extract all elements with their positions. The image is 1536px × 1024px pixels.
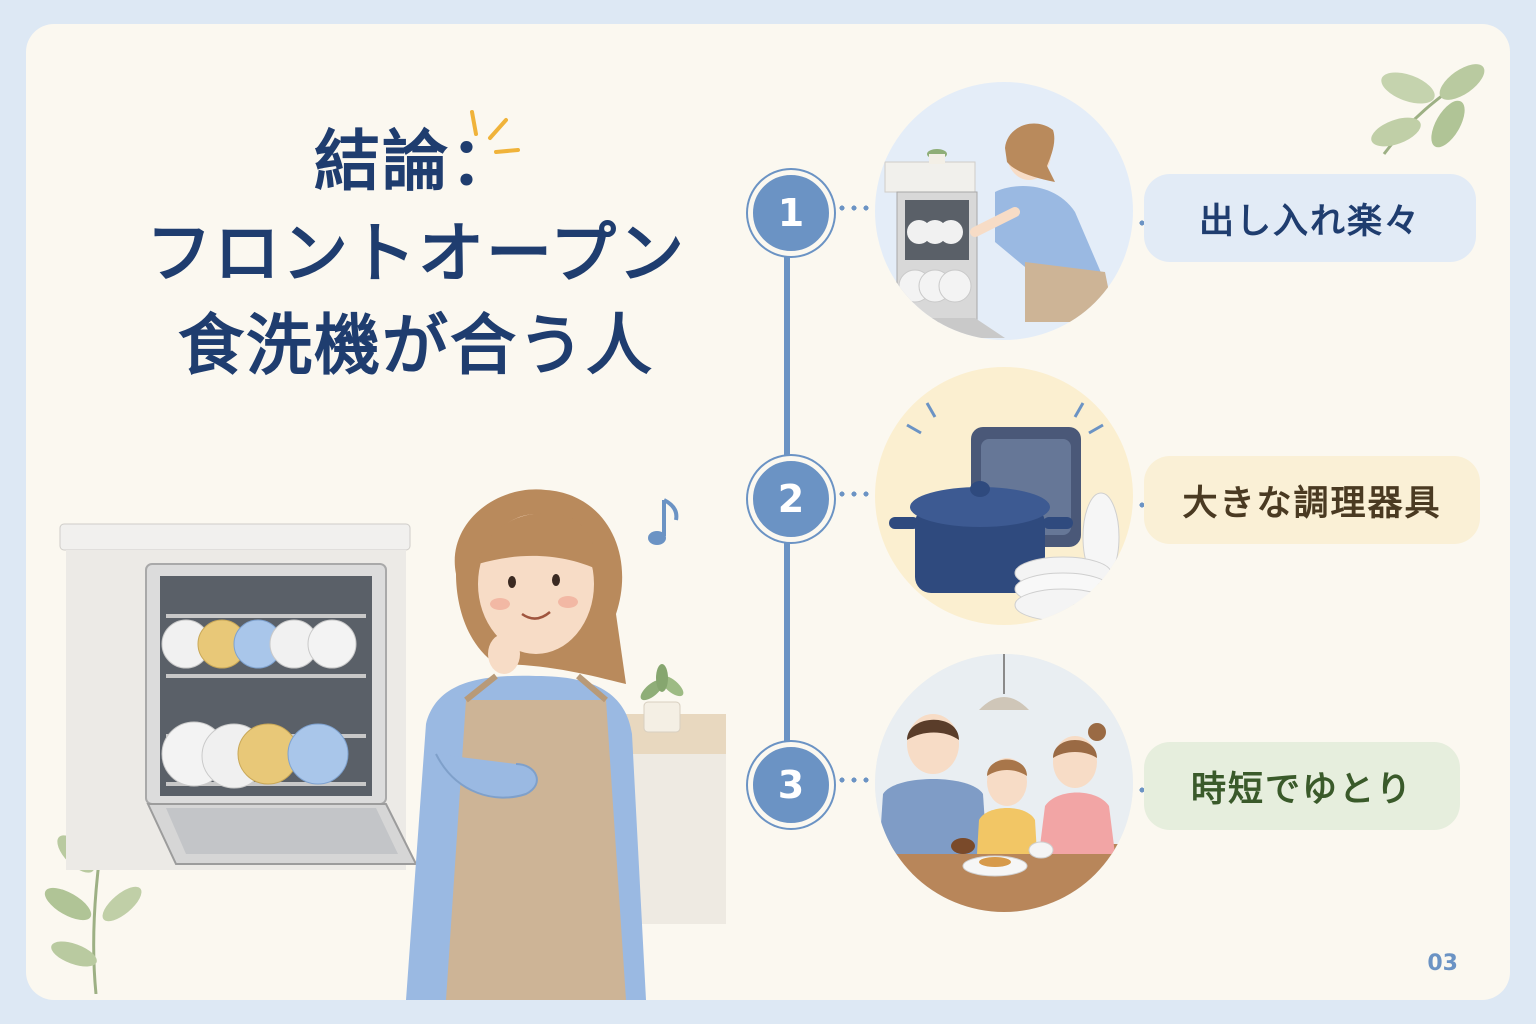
step-2-illustration	[875, 367, 1133, 625]
step-connector-3	[836, 777, 872, 783]
step-3-label: 時短でゆとり	[1144, 742, 1460, 830]
title-line-2: フロントオープン	[145, 215, 687, 292]
step-number-2: 2	[748, 456, 834, 542]
step-connector-1	[836, 205, 872, 211]
step-1-label: 出し入れ楽々	[1144, 174, 1476, 262]
step-1-illustration	[875, 82, 1133, 340]
step-connector-2	[836, 491, 872, 497]
step-3-illustration	[875, 654, 1133, 912]
title-line-3: 食洗機が合う人	[178, 307, 654, 384]
title-line-1: 結論：	[314, 123, 518, 200]
page-number: 03	[1427, 951, 1458, 976]
slide-card: 結論： フロントオープン 食洗機が合う人	[26, 24, 1510, 1000]
leaf-branch-decoration	[1371, 64, 1485, 155]
sparkle-icon	[470, 110, 520, 154]
step-number-3: 3	[748, 742, 834, 828]
step-number-1: 1	[748, 170, 834, 256]
step-2-label: 大きな調理器具	[1144, 456, 1480, 544]
music-note-icon	[648, 498, 679, 545]
woman-dishwasher-illustration	[59, 489, 726, 1000]
page-title: 結論： フロントオープン 食洗機が合う人	[86, 116, 746, 392]
